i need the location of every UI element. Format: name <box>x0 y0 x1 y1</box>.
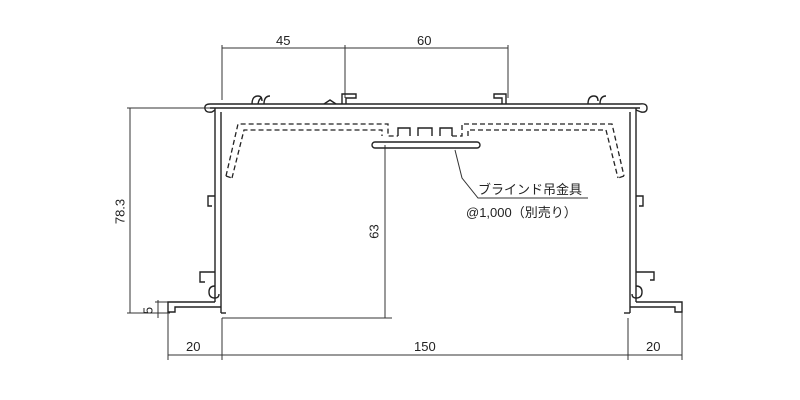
dim-bottom-left-label: 20 <box>186 339 201 354</box>
dim-left-small-label: 5 <box>140 306 156 315</box>
dim-left-height-label: 78.3 <box>112 198 128 225</box>
clip-top-mid-left <box>341 93 357 104</box>
top-right-curl <box>635 103 648 113</box>
dim-top-right-label: 60 <box>417 33 432 48</box>
dimension-lines <box>127 45 683 360</box>
liner-right-outer <box>452 123 625 177</box>
hanger-block <box>397 127 453 136</box>
clip-top-2 <box>263 95 271 105</box>
clip-top-4 <box>599 95 607 105</box>
clip-top-1 <box>251 95 263 105</box>
left-wall <box>214 108 222 313</box>
callout-leader <box>454 149 588 199</box>
liner-right-inner <box>467 129 619 179</box>
callout-subtitle: @1,000（別売り） <box>466 205 577 220</box>
liner-left-inner <box>231 129 383 179</box>
right-bottom-hook <box>631 271 655 299</box>
right-side-clip <box>636 195 644 207</box>
right-foot <box>630 301 683 313</box>
blind-bracket <box>371 141 481 149</box>
right-wall <box>629 108 637 313</box>
liner-left-outer <box>225 123 398 177</box>
clip-top-mid-right <box>493 93 507 104</box>
top-plate <box>210 103 640 109</box>
dim-bottom-center-label: 150 <box>414 339 436 354</box>
left-bottom-hook <box>199 271 220 299</box>
inner-liner <box>225 123 625 179</box>
callout-title: ブラインド吊金具 <box>478 182 583 197</box>
frame-profile <box>167 93 683 314</box>
top-left-curl <box>204 103 216 113</box>
clip-top-3 <box>587 95 599 105</box>
dim-inner-height-label: 63 <box>366 224 382 239</box>
left-foot <box>167 301 221 313</box>
liner-ends <box>225 175 625 179</box>
notch-top-1 <box>323 99 337 105</box>
left-side-clip <box>207 195 215 207</box>
dim-top-left-label: 45 <box>276 33 291 48</box>
dim-bottom-right-label: 20 <box>646 339 661 354</box>
